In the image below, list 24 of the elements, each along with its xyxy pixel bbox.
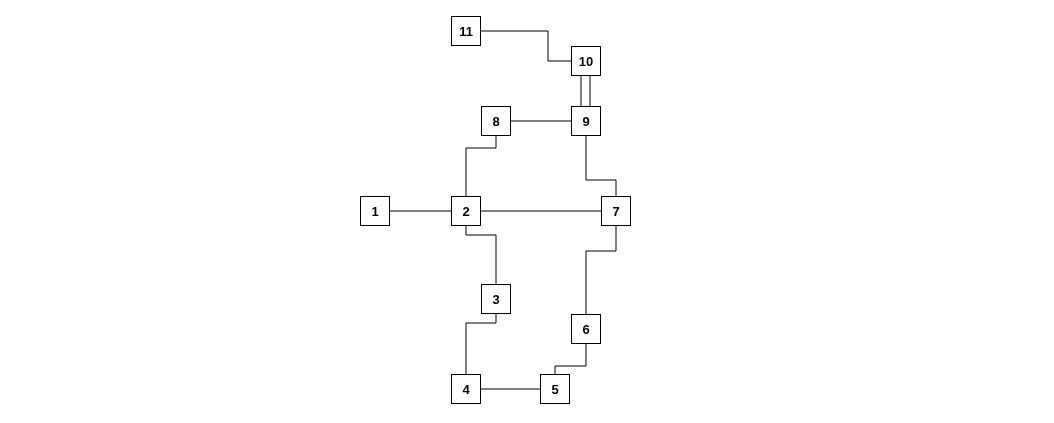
connector-line [510,120,572,122]
connector-line [465,135,497,197]
connector-line [389,210,452,212]
numbered-box: 6 [571,314,601,344]
connector-line [465,313,497,375]
numbered-box: 8 [481,106,511,136]
numbered-box: 4 [451,374,481,404]
connector-line [480,30,572,62]
numbered-box: 2 [451,196,481,226]
numbered-box: 1 [360,196,390,226]
numbered-box: 10 [571,46,601,76]
numbered-box: 7 [601,196,631,226]
connector-line [585,135,617,197]
numbered-box: 3 [481,284,511,314]
connector-line [554,343,587,375]
connector-line [480,210,602,212]
connector-line [589,75,591,107]
connector-line [465,225,497,285]
connector-line [480,388,541,390]
connector-line [580,75,582,107]
numbered-box: 5 [540,374,570,404]
connector-line [585,225,617,315]
numbered-box: 9 [571,106,601,136]
numbered-box: 11 [451,16,481,46]
